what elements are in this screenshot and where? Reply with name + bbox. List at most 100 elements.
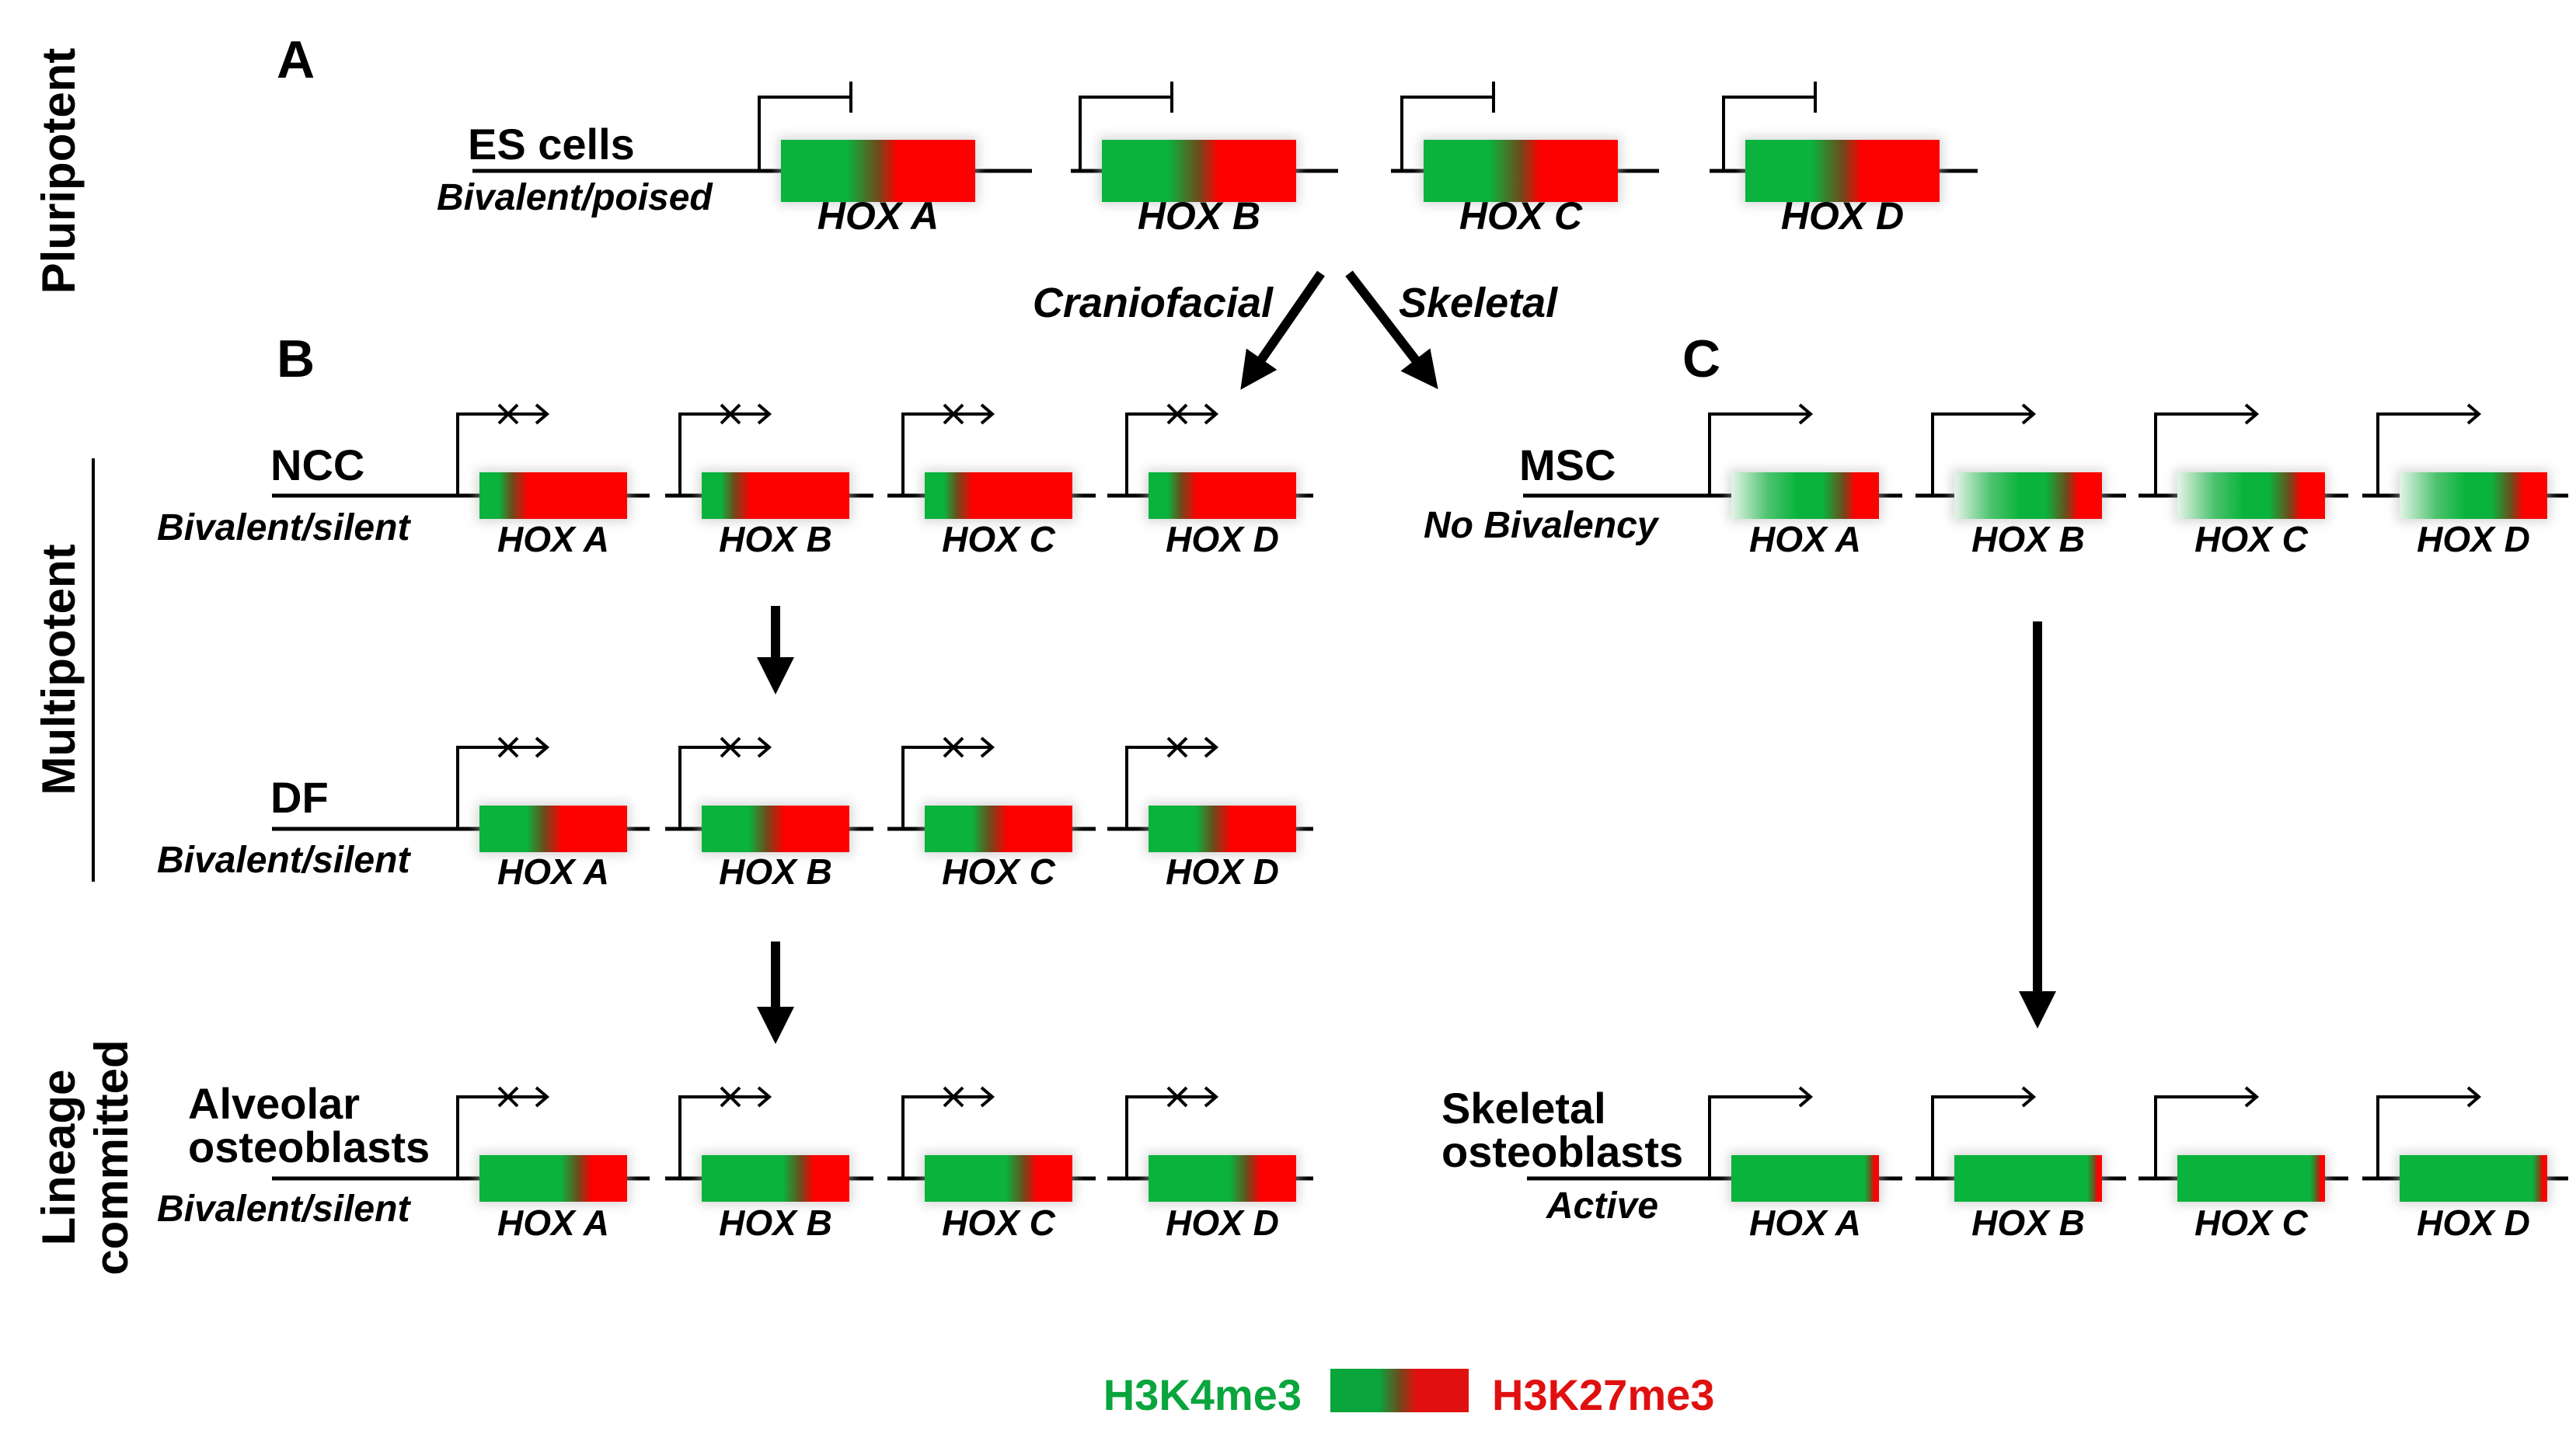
tss-silent-arrow: [1125, 412, 1216, 496]
gene-name: HOX C: [2194, 519, 2308, 559]
legend-label-h3k4me3: H3K4me3: [1103, 1370, 1302, 1419]
tss-arrowhead: [980, 403, 995, 425]
gene-name: HOX B: [1971, 1203, 2085, 1243]
tss-block-cross: [497, 1086, 519, 1108]
tss-silent-arrow: [678, 412, 769, 496]
cell-label-es: ES cells: [468, 120, 635, 169]
locus-alv-1: HOX A: [272, 1086, 650, 1243]
cell-label-alveolar-line1: Alveolar: [188, 1079, 360, 1128]
gene-name: HOX B: [1971, 519, 2085, 559]
tss-arrowhead: [2021, 403, 2037, 425]
gene-bar: [1731, 1155, 1879, 1202]
branch-label-skeletal: Skeletal: [1399, 280, 1558, 326]
tss-arrowhead: [535, 403, 550, 425]
tss-active-arrow: [1708, 1095, 1811, 1178]
gene-bar: [925, 1155, 1072, 1202]
gene-name: HOX D: [1166, 1203, 1279, 1243]
tss-arrowhead: [980, 1086, 995, 1108]
gene-name: HOX C: [1459, 194, 1583, 238]
state-label-es: Bivalent/poised: [437, 177, 713, 218]
locus-ncc-2: HOX B: [665, 403, 873, 559]
gene-name: HOX A: [1749, 1203, 1861, 1243]
locus-skel-2: HOX B: [1915, 1086, 2126, 1243]
stage-label-pluripotent: Pluripotent: [33, 48, 85, 294]
tss-active-arrow: [2376, 412, 2479, 496]
row-es-cells: ES cells Bivalent/poised HOX A HOX B HOX C…: [437, 82, 1978, 238]
locus-alv-2: HOX B: [665, 1086, 873, 1243]
legend: H3K4me3 H3K27me3: [1103, 1369, 1714, 1419]
stage-label-committed: committed: [85, 1039, 138, 1275]
legend-label-h3k27me3: H3K27me3: [1492, 1370, 1714, 1419]
tss-block-cross: [720, 1086, 741, 1108]
gene-name: HOX B: [719, 851, 832, 892]
row-alveolar-osteoblasts: Alveolar osteoblasts Bivalent/silent HOX…: [157, 1079, 1313, 1243]
tss-arrowhead: [757, 403, 772, 425]
locus-es-3: HOX C: [1391, 82, 1659, 238]
state-label-msc: No Bivalency: [1424, 505, 1660, 546]
tss-poised-mark: [1400, 96, 1494, 171]
panel-label-c: C: [1682, 329, 1720, 388]
gene-bar: [702, 472, 849, 519]
tss-block-cross: [497, 403, 519, 425]
cell-label-df: DF: [270, 773, 329, 822]
stage-label-lineage: Lineage: [33, 1070, 85, 1246]
tss-arrowhead: [2244, 1086, 2260, 1108]
tss-arrowhead: [2021, 1086, 2037, 1108]
gene-bar: [781, 140, 975, 202]
state-label-df: Bivalent/silent: [157, 840, 411, 881]
gene-name: HOX A: [497, 519, 609, 559]
tss-silent-arrow: [678, 1095, 769, 1178]
tss-arrowhead: [1798, 1086, 1814, 1108]
tss-block-cross: [720, 403, 741, 425]
tss-silent-arrow: [901, 746, 992, 829]
gene-name: HOX A: [817, 194, 939, 238]
tss-active-arrow: [2154, 412, 2257, 496]
tss-silent-arrow: [456, 746, 547, 829]
tss-silent-arrow: [456, 412, 547, 496]
tss-poised-mark: [1079, 96, 1172, 171]
tss-block-cross: [1166, 1086, 1188, 1108]
locus-msc-1: HOX A: [1523, 403, 1902, 559]
locus-skel-3: HOX C: [2139, 1086, 2348, 1243]
legend-gradient-bar: [1330, 1369, 1469, 1412]
gene-bar: [2177, 1155, 2325, 1202]
tss-block-cross: [943, 1086, 964, 1108]
row-skeletal-osteoblasts: Skeletal osteoblasts Active HOX A HOX B HO…: [1441, 1084, 2568, 1243]
cell-label-skeletal-line2: osteoblasts: [1441, 1127, 1683, 1176]
locus-df-3: HOX C: [887, 736, 1096, 892]
stage-label-multipotent: Multipotent: [33, 544, 85, 795]
gene-name: HOX D: [2417, 1203, 2530, 1243]
gene-bar: [1149, 1155, 1296, 1202]
gene-name: HOX B: [719, 1203, 832, 1243]
panel-label-a: A: [277, 30, 315, 89]
tss-block-cross: [1166, 736, 1188, 758]
tss-silent-arrow: [456, 1095, 547, 1178]
gene-bar: [2400, 1155, 2547, 1202]
gene-bar: [925, 472, 1072, 519]
locus-es-2: HOX B: [1071, 82, 1338, 238]
tss-block-cross: [1166, 403, 1188, 425]
gene-bar: [1954, 472, 2102, 519]
cell-label-skeletal-line1: Skeletal: [1441, 1084, 1606, 1133]
state-label-skeletal: Active: [1546, 1185, 1658, 1227]
gene-bar: [1102, 140, 1296, 202]
tss-silent-arrow: [678, 746, 769, 829]
locus-df-1: HOX A: [272, 736, 650, 892]
tss-block-cross: [943, 736, 964, 758]
gene-bar: [1149, 472, 1296, 519]
locus-msc-2: HOX B: [1915, 403, 2126, 559]
tss-active-arrow: [1931, 1095, 2034, 1178]
tss-arrowhead: [980, 736, 995, 758]
arrow-craniofacial: [1240, 270, 1325, 390]
tss-block-cross: [497, 736, 519, 758]
gene-name: HOX C: [942, 851, 1055, 892]
gene-name: HOX A: [497, 851, 609, 892]
tss-silent-arrow: [1125, 1095, 1216, 1178]
locus-alv-3: HOX C: [887, 1086, 1096, 1243]
cell-label-alveolar-line2: osteoblasts: [188, 1123, 430, 1171]
cell-label-ncc: NCC: [270, 440, 364, 489]
tss-silent-arrow: [1125, 746, 1216, 829]
